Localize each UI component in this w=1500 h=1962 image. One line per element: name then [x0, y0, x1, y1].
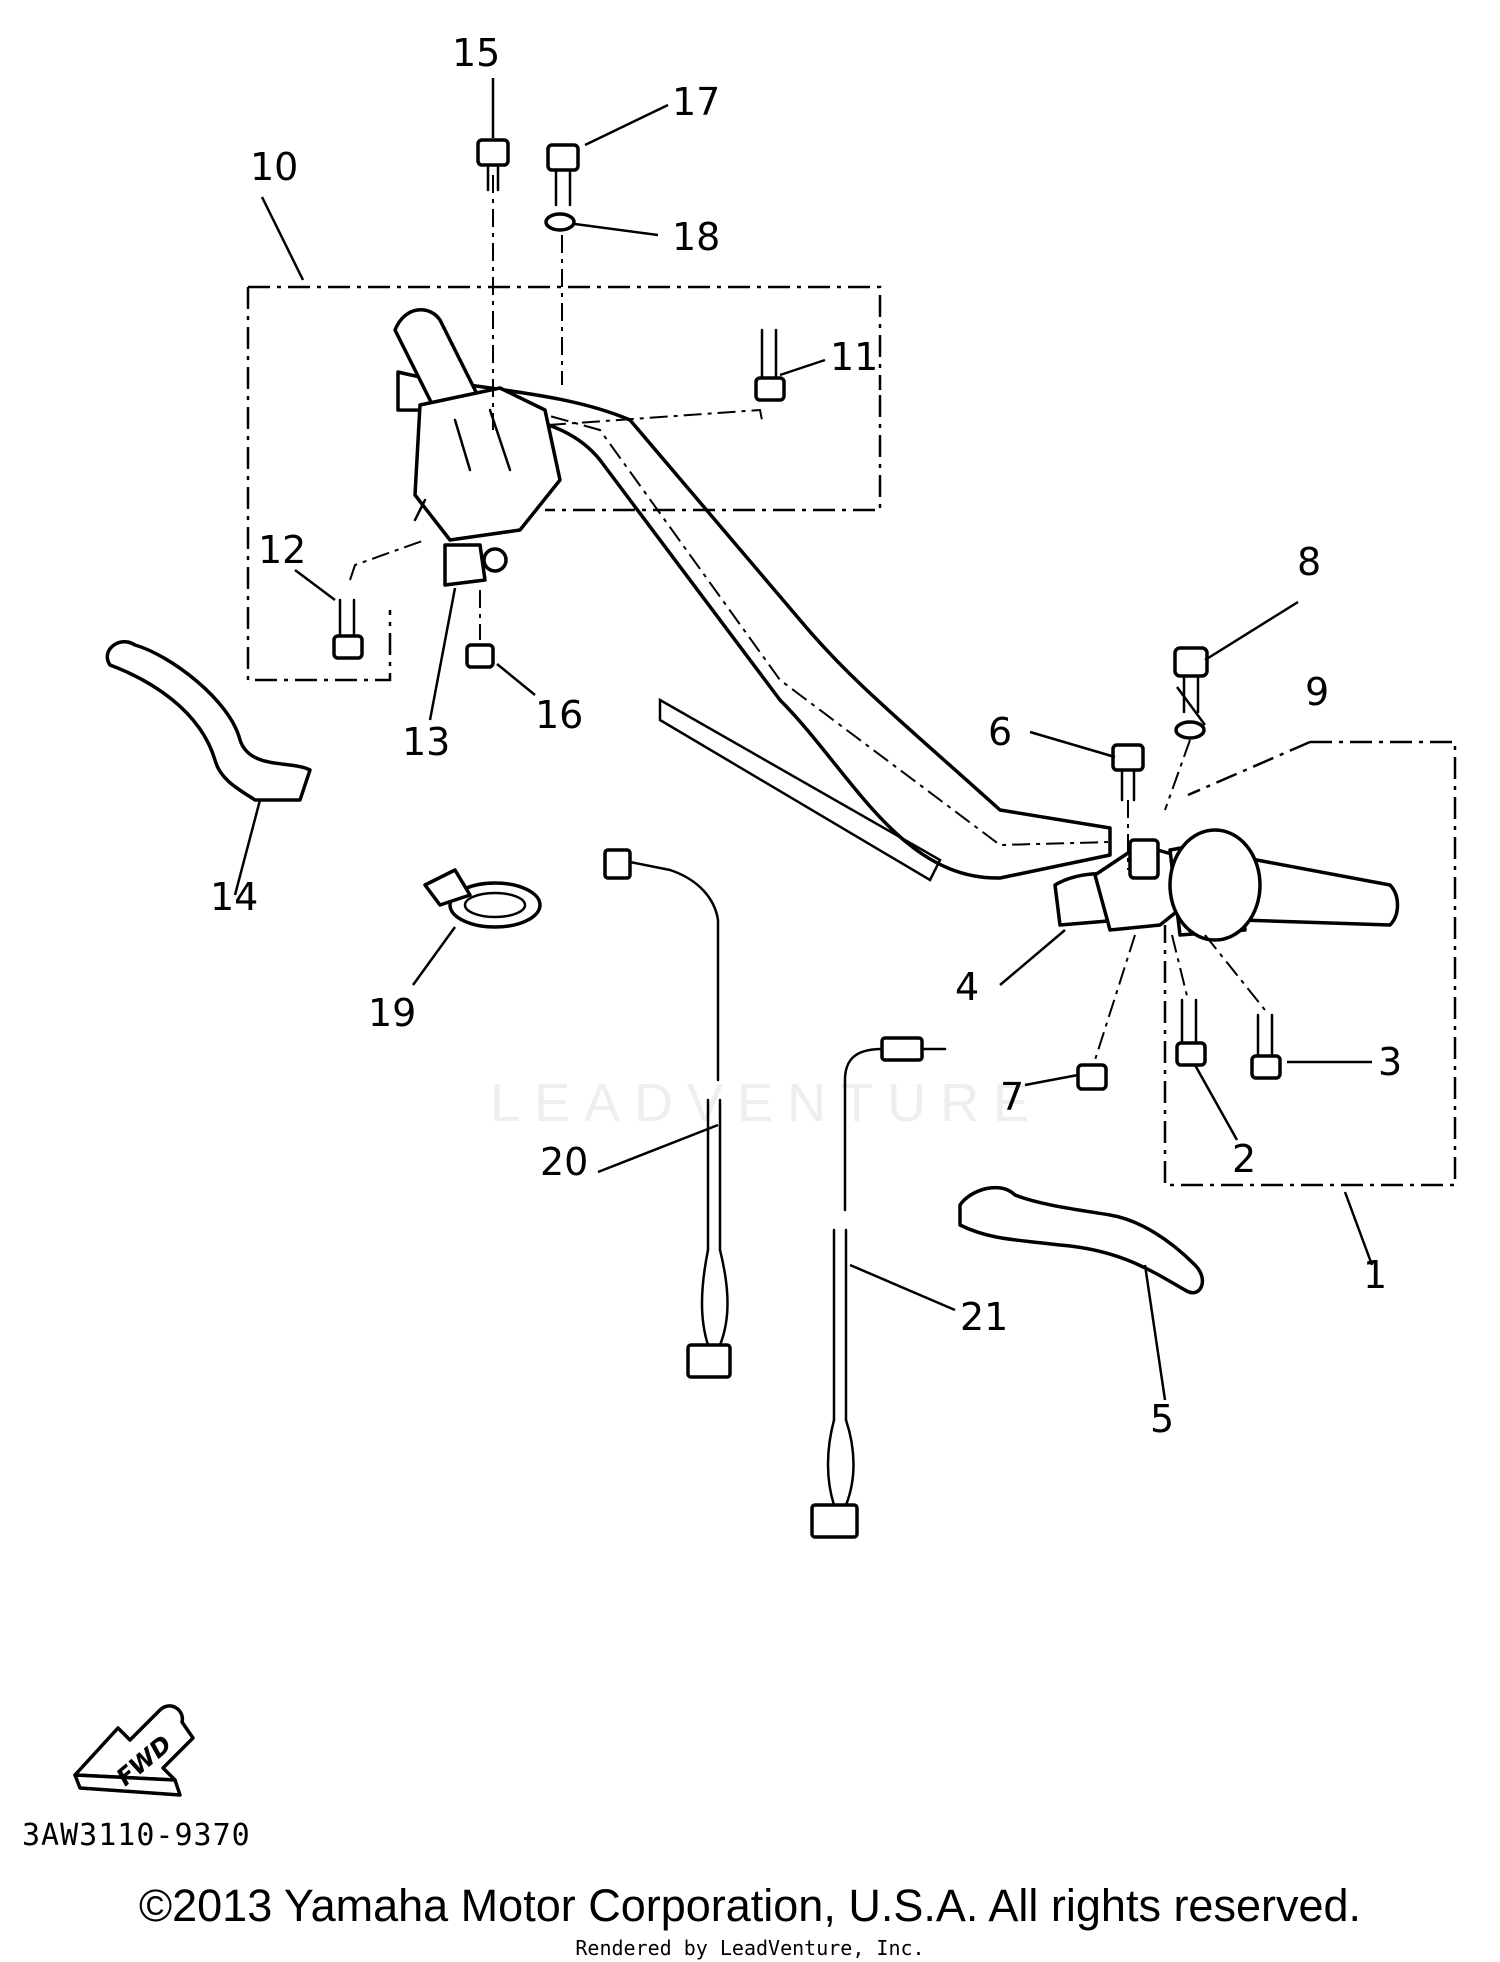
screw-3 [1250, 1013, 1282, 1080]
screw-12 [332, 598, 364, 660]
bolt-15 [476, 138, 510, 192]
callout-2: 2 [1232, 1137, 1256, 1181]
callout-numbers: 1 2 3 4 5 6 7 8 9 10 11 12 13 14 15 16 1… [210, 31, 1402, 1441]
switch-lead-20 [603, 848, 732, 1379]
callout-18: 18 [672, 215, 720, 259]
center-lines [349, 175, 1266, 1061]
washer-18 [544, 212, 576, 232]
diagram-code: 3AW3110-9370 [22, 1818, 251, 1853]
callout-19: 19 [368, 991, 416, 1035]
callout-20: 20 [540, 1140, 588, 1184]
callout-11: 11 [830, 335, 878, 379]
callout-14: 14 [210, 875, 258, 919]
callout-leaders [233, 78, 1374, 1401]
callout-8: 8 [1297, 540, 1321, 584]
group-outline-10 [246, 285, 882, 682]
callout-9: 9 [1305, 670, 1329, 714]
group-outline-1 [1163, 740, 1457, 1187]
watermark-text: LEADVENTURE [490, 1073, 1044, 1133]
callout-13: 13 [402, 720, 450, 764]
callout-17: 17 [672, 80, 720, 124]
bolt-6 [1111, 743, 1145, 802]
nut-7 [1076, 1063, 1108, 1091]
callout-10: 10 [250, 145, 298, 189]
screw-2 [1175, 998, 1207, 1067]
left-switch-assembly [393, 308, 562, 587]
bolt-17 [546, 143, 580, 207]
right-switch-assembly [1053, 828, 1400, 942]
callout-4: 4 [955, 965, 979, 1009]
callout-3: 3 [1378, 1040, 1402, 1084]
left-lever [105, 640, 312, 802]
callout-6: 6 [988, 710, 1012, 754]
bolt-8 [1173, 646, 1209, 714]
rendered-by-notice: Rendered by LeadVenture, Inc. [575, 1936, 925, 1960]
clamp-19 [423, 868, 542, 929]
switch-lead-21 [810, 1036, 947, 1539]
callout-12: 12 [258, 528, 306, 572]
callout-16: 16 [535, 693, 583, 737]
callout-15: 15 [452, 31, 500, 75]
copyright-notice: ©2013 Yamaha Motor Corporation, U.S.A. A… [138, 1880, 1362, 1931]
callout-5: 5 [1150, 1397, 1174, 1441]
callout-1: 1 [1363, 1253, 1387, 1297]
fwd-arrow: FWD [73, 1704, 195, 1797]
washer-9 [1174, 720, 1206, 740]
nut-16 [465, 643, 495, 669]
screw-11 [754, 328, 786, 402]
handlebar [396, 370, 1112, 882]
callout-21: 21 [960, 1295, 1008, 1339]
right-lever [958, 1185, 1205, 1295]
callout-7: 7 [1000, 1075, 1024, 1119]
